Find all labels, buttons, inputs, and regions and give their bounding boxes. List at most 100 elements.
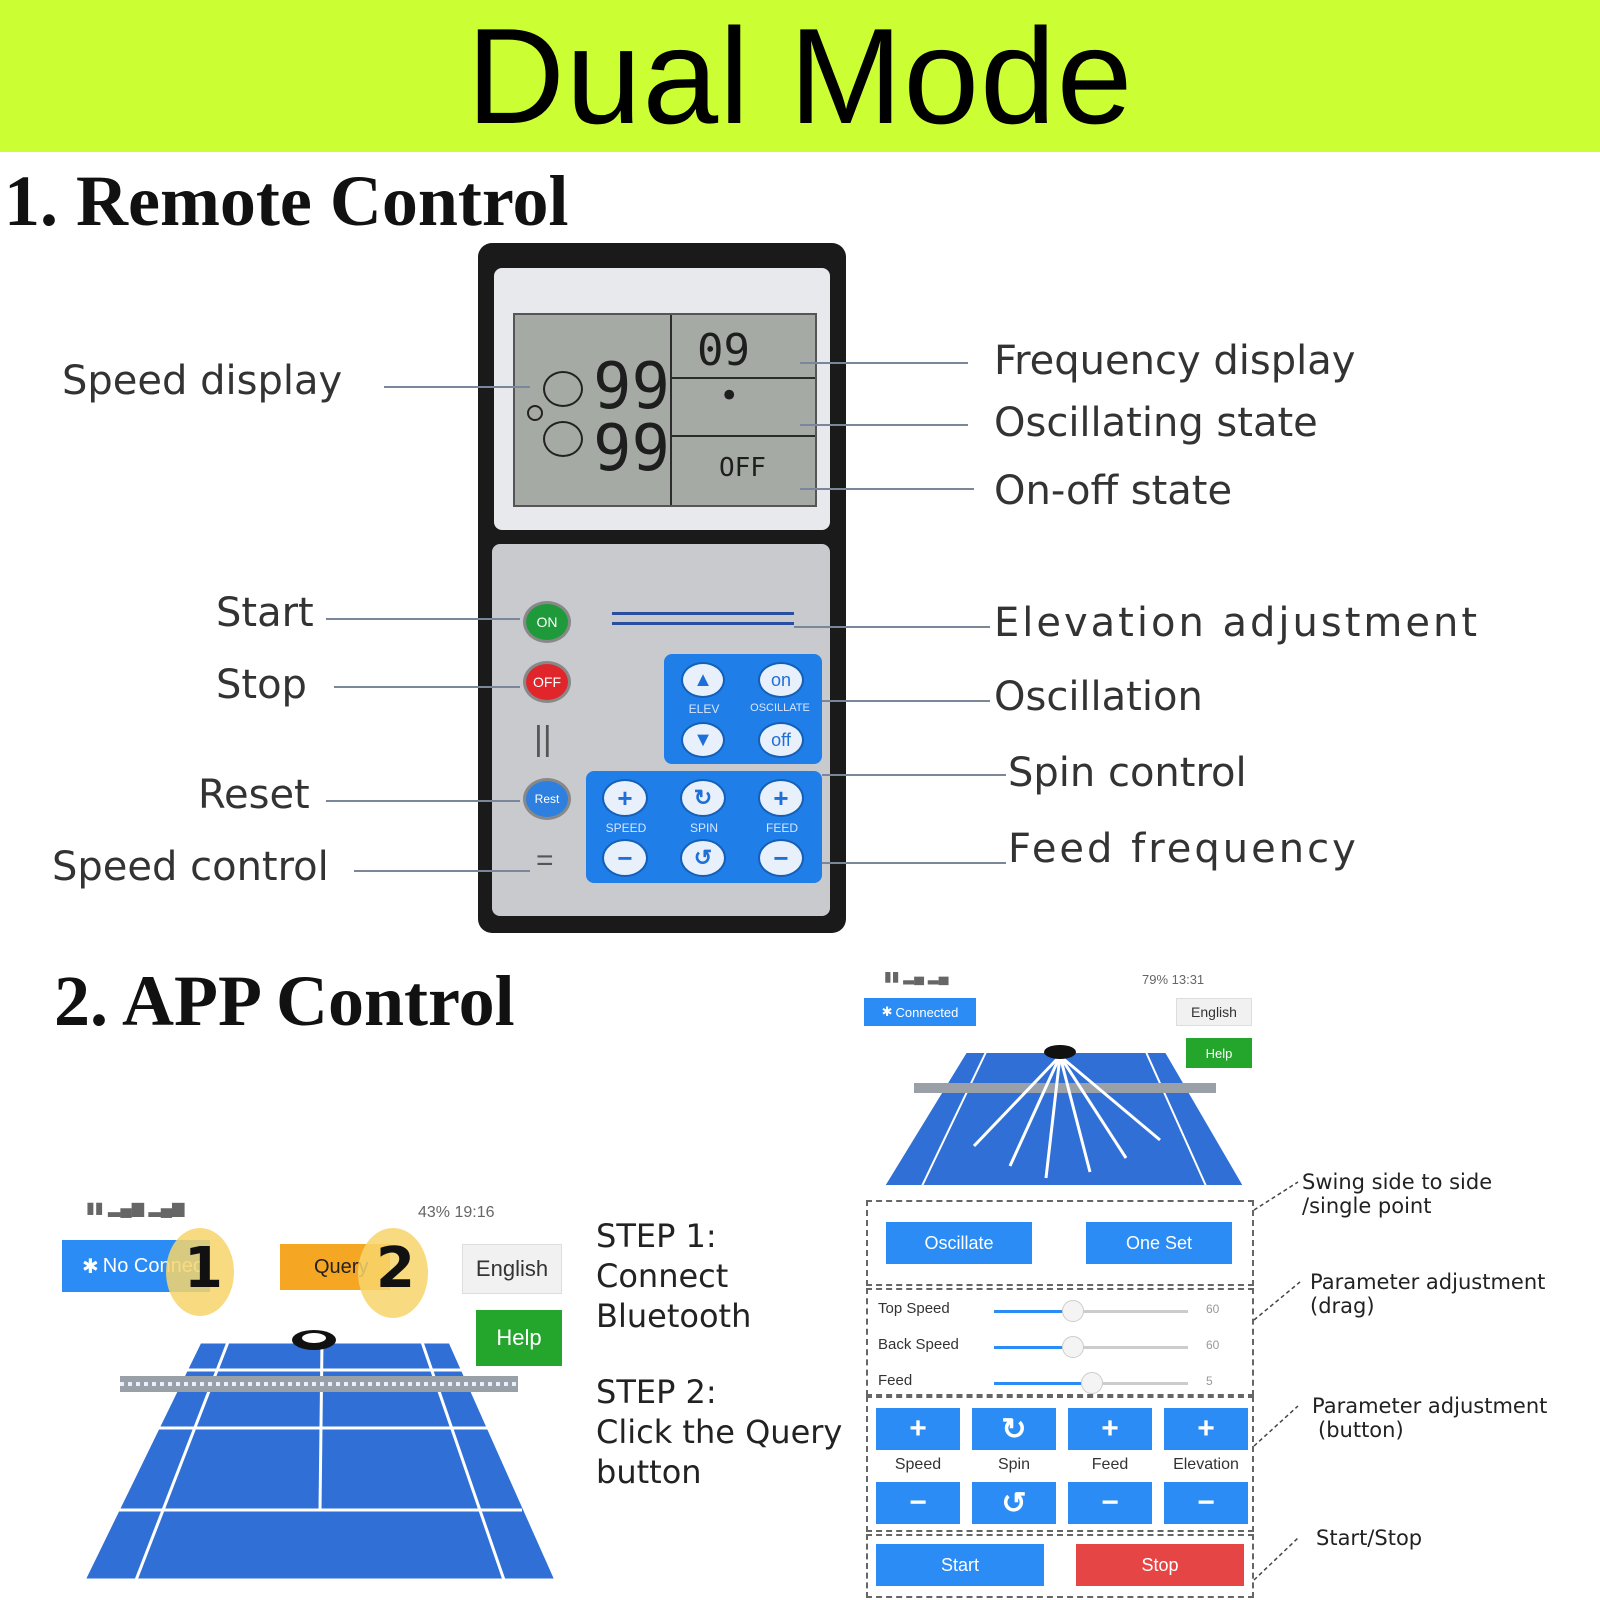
- step2-title: STEP 2:: [596, 1373, 717, 1411]
- bluetooth-icon: ✱: [881, 1004, 893, 1019]
- leader-line: [800, 362, 968, 364]
- minus-icon: −: [773, 842, 789, 873]
- banner-title: Dual Mode: [466, 0, 1134, 152]
- on-button[interactable]: ON: [523, 601, 571, 643]
- step1-badge: [166, 1228, 234, 1316]
- callout-reset: Reset: [198, 772, 310, 818]
- leader-line: [334, 686, 520, 688]
- signal-icon: ▮▮ ▂▄ ▂▄: [884, 968, 949, 984]
- step2-badge: [358, 1228, 428, 1318]
- elev-label: ELEV: [688, 702, 720, 716]
- connected-button[interactable]: ✱ Connected: [864, 998, 976, 1026]
- callout-speed-control: Speed control: [52, 844, 329, 890]
- step1-title: STEP 1:: [596, 1217, 717, 1255]
- note-leaders: [1253, 1181, 1301, 1581]
- param-label-elevation: Elevation: [1173, 1456, 1239, 1473]
- help-button-right[interactable]: Help: [1186, 1038, 1252, 1068]
- speed-plus-button[interactable]: +: [602, 779, 648, 817]
- elevation-decrease-button[interactable]: −: [1164, 1482, 1248, 1524]
- spin-increase-button[interactable]: ↻: [972, 1408, 1056, 1450]
- elevation-increase-button[interactable]: +: [1164, 1408, 1248, 1450]
- speed-increase-button[interactable]: +: [876, 1408, 960, 1450]
- ball-small-icon: [527, 405, 543, 421]
- equals-mark: =: [536, 844, 554, 877]
- slider-knob[interactable]: [1062, 1300, 1084, 1322]
- right-status-right: 79% 13:31: [1142, 972, 1205, 987]
- lcd-screen: 99 99 09 • OFF: [513, 313, 817, 507]
- reset-button[interactable]: Rest: [523, 778, 571, 820]
- signal-icon: ▮▮ ▂▄▆ ▂▄▆: [86, 1200, 185, 1217]
- lcd-speed-bottom: 99: [593, 412, 671, 486]
- spin-cw-icon: ↺: [1001, 1486, 1027, 1520]
- ball-top-icon: [543, 371, 583, 407]
- remote-section-heading: 1. Remote Control: [4, 161, 569, 241]
- plus-icon: +: [617, 782, 633, 813]
- slider-knob[interactable]: [1081, 1372, 1103, 1394]
- callout-frequency-display: Frequency display: [994, 338, 1356, 384]
- left-status-right: 43% 19:16: [418, 1204, 495, 1221]
- stop-button[interactable]: Stop: [1076, 1544, 1244, 1586]
- step2-badge-number: 2: [376, 1236, 415, 1301]
- english-button-left[interactable]: English: [462, 1244, 562, 1294]
- callout-stop: Stop: [216, 662, 307, 708]
- spin-ccw-icon: ↻: [693, 785, 713, 810]
- callout-feed-frequency: Feed frequency: [1008, 826, 1359, 872]
- oscillate-off-button[interactable]: off: [758, 722, 804, 758]
- feed-increase-button[interactable]: +: [1068, 1408, 1152, 1450]
- step1-line1: Connect: [596, 1257, 729, 1295]
- slider-value: 5: [1206, 1374, 1213, 1388]
- plus-icon: +: [1101, 1412, 1119, 1445]
- start-button[interactable]: Start: [876, 1544, 1044, 1586]
- note-button-line1: Parameter adjustment: [1312, 1394, 1548, 1418]
- english-button-right[interactable]: English: [1176, 998, 1252, 1026]
- elev-down-button[interactable]: ▼: [681, 722, 725, 758]
- oscillate-label: OSCILLATE: [750, 702, 810, 714]
- spin-decrease-button[interactable]: ↺: [972, 1482, 1056, 1524]
- feed-minus-button[interactable]: −: [758, 839, 804, 877]
- slider-label: Back Speed: [878, 1336, 959, 1353]
- oscillation-arrows: [972, 1054, 1161, 1179]
- spin-label: SPIN: [689, 821, 718, 835]
- off-button[interactable]: OFF: [523, 661, 571, 703]
- pause-mark: ||: [534, 720, 552, 758]
- arrow-down-icon: ▼: [693, 728, 713, 751]
- slider-track[interactable]: [994, 1346, 1188, 1349]
- slider-knob[interactable]: [1062, 1336, 1084, 1358]
- feed-decrease-button[interactable]: −: [1068, 1482, 1152, 1524]
- lcd-speed-top: 99: [593, 350, 671, 424]
- plus-icon: +: [1197, 1412, 1215, 1445]
- spin-up-button[interactable]: ↻: [680, 779, 726, 817]
- slider-fill: [994, 1382, 1081, 1385]
- ball-bottom-icon: [543, 421, 583, 457]
- speed-label: SPEED: [605, 821, 647, 835]
- speed-minus-button[interactable]: −: [602, 839, 648, 877]
- machine-icon: [1044, 1045, 1076, 1059]
- leader-line: [822, 862, 1006, 864]
- feed-plus-button[interactable]: +: [758, 779, 804, 817]
- callout-spin-control: Spin control: [1008, 750, 1247, 796]
- slider-label: Top Speed: [878, 1300, 950, 1317]
- slider-value: 60: [1206, 1338, 1220, 1352]
- speed-decrease-button[interactable]: −: [876, 1482, 960, 1524]
- spin-down-button[interactable]: ↺: [680, 839, 726, 877]
- oscillate-button[interactable]: Oscillate: [886, 1222, 1032, 1264]
- right-court: [882, 1045, 1246, 1187]
- spin-cw-icon: ↺: [693, 845, 713, 870]
- help-button-left[interactable]: Help: [476, 1310, 562, 1366]
- banner: [0, 0, 1600, 152]
- elev-up-button[interactable]: ▲: [681, 662, 725, 698]
- step1-line2: Bluetooth: [596, 1297, 752, 1335]
- leader-line: [384, 386, 530, 388]
- slider-value: 60: [1206, 1302, 1220, 1316]
- plus-icon: +: [773, 782, 789, 813]
- slider-track[interactable]: [994, 1310, 1188, 1313]
- oscillate-on-button[interactable]: on: [758, 662, 804, 698]
- one-set-button[interactable]: One Set: [1086, 1222, 1232, 1264]
- elevation-indicator-bottom: [612, 622, 794, 625]
- leader-line: [354, 870, 530, 872]
- callout-oscillating-state: Oscillating state: [994, 400, 1318, 446]
- callout-elevation-adjustment: Elevation adjustment: [994, 600, 1481, 646]
- step2-line1: Click the Query: [596, 1413, 843, 1451]
- lcd-oscillating: •: [719, 376, 740, 416]
- spin-ccw-icon: ↻: [1001, 1412, 1027, 1446]
